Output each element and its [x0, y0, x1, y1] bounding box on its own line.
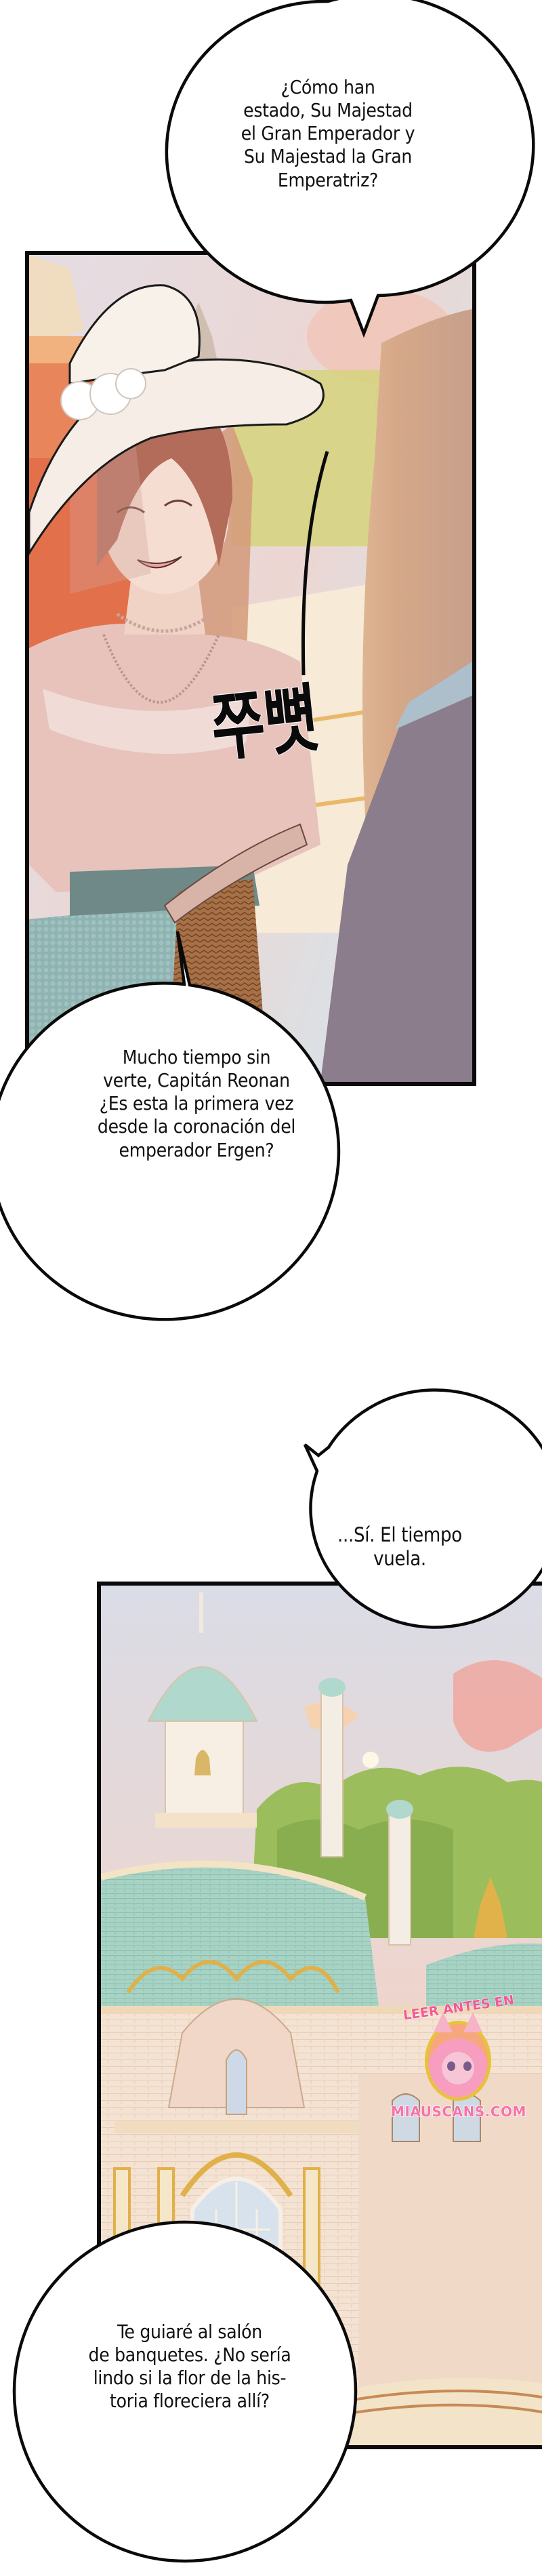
panel-1: 쭈뼛 — [25, 251, 476, 1086]
watermark-mascot-icon — [425, 2012, 491, 2101]
speech-bubble-3 — [303, 1388, 542, 1629]
bubble-4-text: Te guiaré al salón de banquetes. ¿No ser… — [88, 2320, 291, 2413]
sfx-text: 쭈뼛 — [207, 674, 323, 773]
speech-bubble-2 — [0, 931, 341, 1321]
speech-bubble-1 — [165, 0, 535, 338]
watermark: LEER ANTES EN MIAUSCANS.COM — [390, 1992, 526, 2156]
watermark-bottom-text: MIAUSCANS.COM — [390, 2103, 526, 2120]
bubble-1-text: ¿Cómo han estado, Su Majestad el Gran Em… — [241, 76, 415, 191]
bubble-3-text: ...Sí. El tiempo vuela. — [337, 1523, 462, 1571]
speech-bubble-4 — [12, 2220, 358, 2563]
bubble-2-text: Mucho tiempo sin verte, Capitán Reonan ¿… — [97, 1046, 296, 1161]
panel-1-artwork — [29, 255, 472, 1082]
